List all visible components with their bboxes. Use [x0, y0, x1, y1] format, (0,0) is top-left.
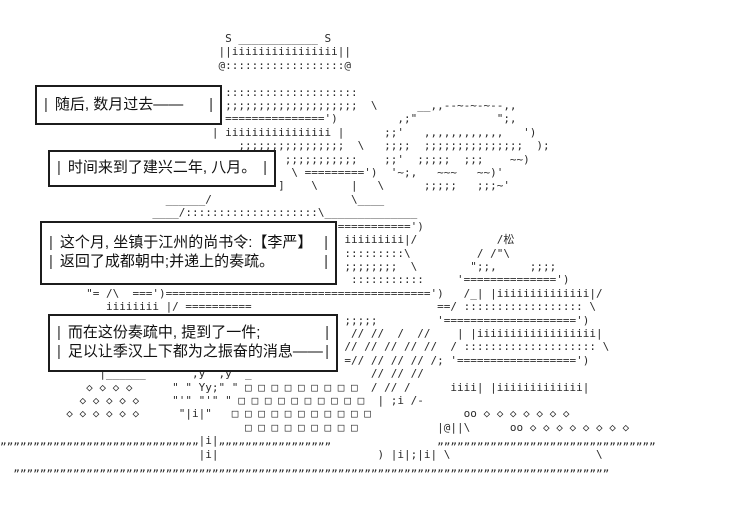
box-pipe-left: | — [57, 343, 61, 360]
box-pipe-right: | — [263, 159, 267, 177]
narration-text: 这个月, 坐镇于江州的尚书令:【李严】 — [59, 234, 313, 252]
box-pipe-right: | — [209, 95, 213, 113]
box-pipe-right: | — [324, 234, 328, 252]
narration-box-4: | 而在这份奏疏中, 提到了一件; | | 足以让季汉上下都为之振奋的消息—— … — [48, 314, 338, 372]
box-pipe-left: | — [49, 234, 53, 252]
box-pipe-left: | — [57, 324, 61, 342]
box-pipe-left: | — [57, 159, 61, 177]
narration-text: 时间来到了建兴二年, 八月。 — [67, 159, 257, 177]
box-pipe-right: | — [325, 324, 329, 342]
narration-box-1: | 随后, 数月过去—— | — [35, 85, 222, 125]
narration-text: 而在这份奏疏中, 提到了一件; — [67, 324, 261, 342]
narration-line: | 而在这份奏疏中, 提到了一件; | — [57, 324, 329, 343]
box-pipe-left: | — [44, 95, 48, 113]
narration-line: | 随后, 数月过去—— | — [44, 96, 213, 115]
narration-text: 随后, 数月过去—— — [54, 95, 184, 113]
box-pipe-left: | — [49, 253, 53, 270]
narration-text: 足以让季汉上下都为之振奋的消息—— — [67, 343, 323, 360]
narration-line: | 足以让季汉上下都为之振奋的消息—— | — [57, 343, 329, 362]
box-pipe-right: | — [325, 343, 329, 360]
narration-line: | 时间来到了建兴二年, 八月。 | — [57, 159, 267, 178]
narration-text: 返回了成都朝中;并递上的奏疏。 — [59, 253, 275, 270]
narration-box-3: | 这个月, 坐镇于江州的尚书令:【李严】 | | 返回了成都朝中;并递上的奏疏… — [40, 221, 337, 285]
narration-box-2: | 时间来到了建兴二年, 八月。 | — [48, 150, 276, 187]
narration-line: | 返回了成都朝中;并递上的奏疏。 | — [49, 253, 328, 272]
narration-line: | 这个月, 坐镇于江州的尚书令:【李严】 | — [49, 234, 328, 253]
box-pipe-right: | — [324, 253, 328, 270]
